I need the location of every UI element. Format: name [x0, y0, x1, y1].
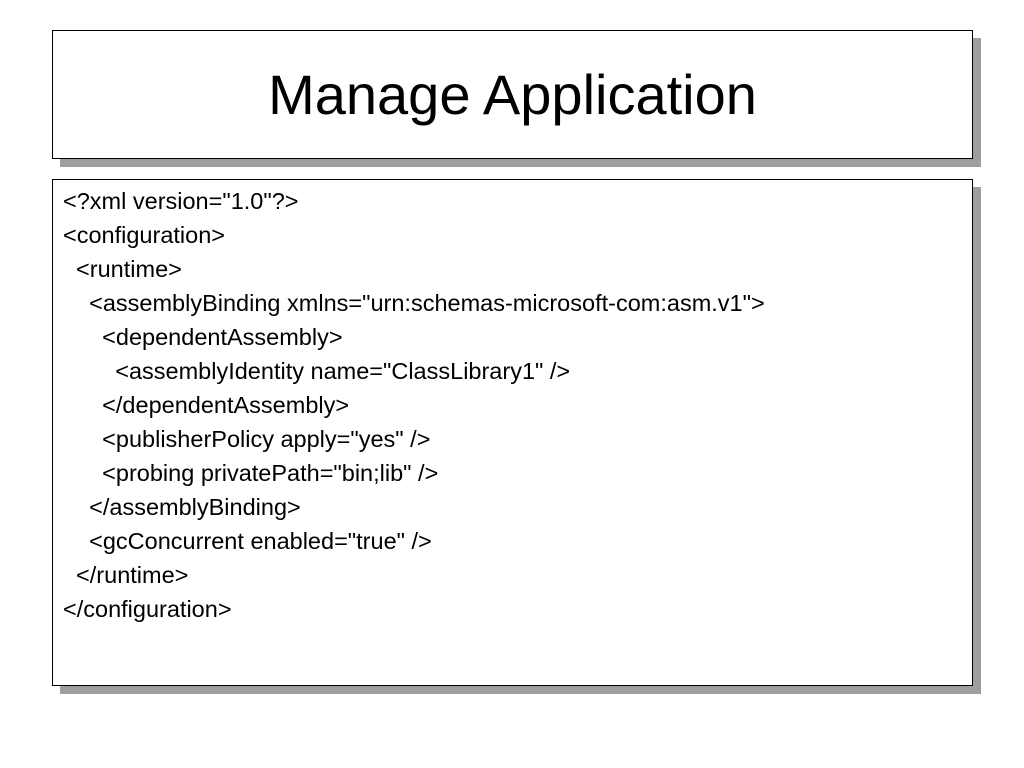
- code-line: <dependentAssembly>: [63, 324, 343, 350]
- code-line: <?xml version="1.0"?>: [63, 188, 299, 214]
- code-line: <probing privatePath="bin;lib" />: [63, 460, 439, 486]
- slide-title: Manage Application: [268, 62, 757, 126]
- code-line: </assemblyBinding>: [63, 494, 301, 520]
- code-line: <gcConcurrent enabled="true" />: [63, 528, 432, 554]
- code-line: <publisherPolicy apply="yes" />: [63, 426, 431, 452]
- code-line: <runtime>: [63, 256, 182, 282]
- code-line: </configuration>: [63, 596, 232, 622]
- code-line: </dependentAssembly>: [63, 392, 350, 418]
- content-box: <?xml version="1.0"?> <configuration> <r…: [52, 179, 973, 686]
- code-line: <assemblyIdentity name="ClassLibrary1" /…: [63, 358, 571, 384]
- title-box: Manage Application: [52, 30, 973, 159]
- code-line: </runtime>: [63, 562, 189, 588]
- code-line: <assemblyBinding xmlns="urn:schemas-micr…: [63, 290, 765, 316]
- code-line: <configuration>: [63, 222, 226, 248]
